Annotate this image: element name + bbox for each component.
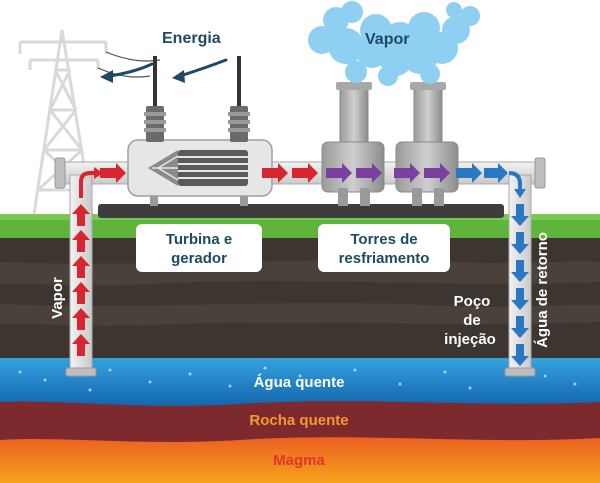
flow-arrow [424, 163, 450, 183]
steam-arrows-vertical [72, 204, 90, 356]
flow-arrow [262, 163, 288, 183]
production-well-cap [65, 367, 97, 377]
flow-arrow [326, 163, 352, 183]
energia-label: Energia [162, 30, 221, 47]
flow-arrow [72, 204, 90, 226]
turbina-label-line2: gerador [171, 250, 227, 267]
insulator-left [144, 56, 166, 142]
vapor-side-label: Vapor [49, 277, 66, 319]
torres-label-line1: Torres de [350, 231, 417, 248]
mixed-arrows-horizontal [326, 163, 450, 183]
poco-label-line2: de [463, 312, 481, 329]
generator-stand-left [150, 188, 158, 206]
flow-arrow-corner-left-head [94, 167, 103, 179]
flow-arrow-corner-right [508, 171, 522, 190]
torres-label-box [318, 224, 450, 272]
pipe-cap-left [54, 157, 66, 189]
flow-arrow [72, 256, 90, 278]
flow-arrow [72, 282, 90, 304]
turbina-label-box [136, 224, 262, 272]
flow-arrow [72, 308, 90, 330]
magma-label: Magma [273, 452, 325, 469]
torres-label-line2: resfriamento [339, 250, 430, 267]
generator-core [178, 150, 248, 186]
flow-arrow-corner-right-head [514, 189, 526, 198]
flow-arrow [356, 163, 382, 183]
water-bubbles [18, 366, 577, 392]
cold-arrows-horizontal [456, 163, 508, 183]
energy-arrows [108, 58, 228, 78]
cooling-tower-right [395, 82, 459, 206]
flow-arrow [72, 230, 90, 252]
flow-arrow [72, 334, 90, 356]
flow-arrow [484, 163, 508, 183]
injection-well-cap [504, 367, 536, 377]
hot-rock-layer [0, 395, 600, 442]
energy-arrowhead-left [100, 70, 113, 83]
flow-arrow [511, 316, 529, 338]
flow-arrow [511, 260, 529, 282]
flow-arrow [100, 163, 126, 183]
cooling-towers [321, 82, 459, 206]
cloud-icon [308, 1, 480, 86]
flow-arrow [511, 204, 529, 226]
plant-platform [98, 204, 504, 218]
turbine-generator [127, 56, 273, 206]
cold-arrows-vertical [511, 204, 529, 366]
agua-retorno-label: Água de retorno [534, 232, 551, 348]
poco-label-line3: injeção [444, 331, 496, 348]
steam-arrows-horizontal [100, 163, 318, 183]
poco-label-line1: Poço [454, 293, 491, 310]
soil-layer [0, 234, 600, 358]
flow-arrow [511, 344, 529, 366]
pipe-cap-right [534, 157, 546, 189]
rocha-quente-label: Rocha quente [249, 412, 348, 429]
flow-arrow-corner-left [79, 171, 95, 198]
energy-arrowhead-right [172, 70, 185, 83]
agua-quente-label: Água quente [254, 374, 345, 391]
flow-arrow [511, 232, 529, 254]
turbina-label-line1: Turbina e [166, 231, 232, 248]
hot-water-layer [0, 352, 600, 406]
soil-stripe-2 [0, 303, 600, 326]
flow-arrow [511, 288, 529, 310]
flow-arrow [394, 163, 420, 183]
flow-arrow [292, 163, 318, 183]
flow-arrow [456, 163, 482, 183]
cooling-tower-left [321, 82, 385, 206]
turbine-blade-lines [152, 155, 179, 181]
vapor-top-label: Vapor [365, 31, 409, 48]
generator-fins [178, 156, 248, 179]
insulator-right [228, 56, 250, 142]
generator-stand-right [240, 188, 248, 206]
transmission-tower-icon [18, 29, 108, 215]
